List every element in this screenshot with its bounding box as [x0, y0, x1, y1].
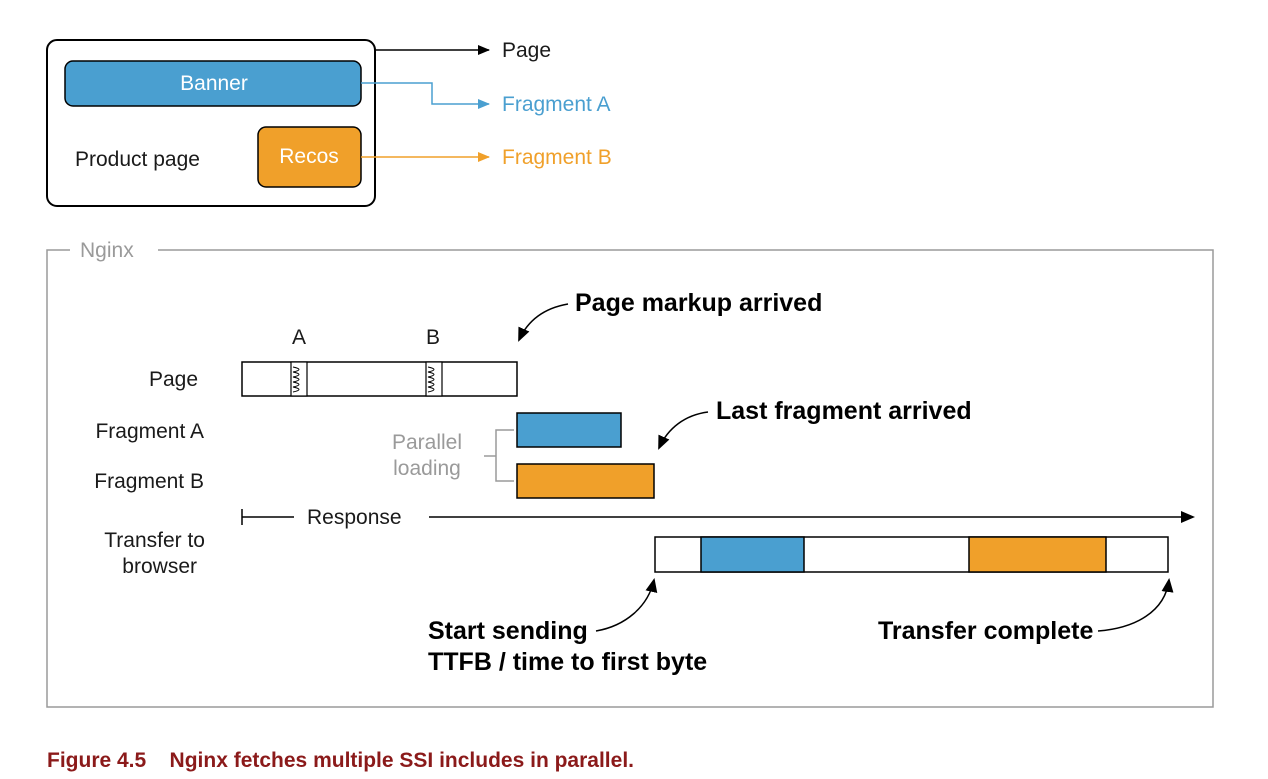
- recos-label: Recos: [279, 145, 339, 168]
- fragment-a-output-arrow: [361, 82, 490, 109]
- transfer-bar: [654, 536, 1169, 573]
- banner-label: Banner: [180, 72, 248, 95]
- start-sending-callout-2: TTFB / time to first byte: [428, 648, 707, 676]
- transfer-complete-callout-arrow: [1097, 578, 1174, 632]
- last-fragment-callout-arrow: [658, 411, 709, 450]
- output-fragment-b-label: Fragment B: [502, 146, 612, 169]
- page-markup-callout-arrow: [518, 303, 569, 342]
- page-markup-callout: Page markup arrived: [575, 289, 822, 317]
- transfer-complete-callout: Transfer complete: [878, 617, 1093, 645]
- parallel-label-1: Parallel: [392, 431, 462, 454]
- nginx-label: Nginx: [80, 239, 134, 262]
- figure-caption: Figure 4.5 Nginx fetches multiple SSI in…: [47, 749, 634, 772]
- transfer-fragment-a-segment: [700, 536, 805, 573]
- parallel-label-2: loading: [393, 457, 461, 480]
- output-page-label: Page: [502, 39, 551, 62]
- output-fragment-a-label: Fragment A: [502, 93, 611, 116]
- fragment-a-bar: [516, 412, 622, 448]
- product-page-label: Product page: [75, 148, 200, 171]
- row-label-page: Page: [149, 368, 198, 391]
- nginx-frame: Nginx: [46, 239, 1214, 708]
- fragment-b-bar: [516, 463, 655, 499]
- transfer-fragment-b-segment: [968, 536, 1107, 573]
- include-marker-b-label: B: [426, 326, 440, 349]
- start-sending-callout-arrow: [595, 578, 658, 632]
- row-label-transfer-2: browser: [122, 555, 197, 578]
- row-label-transfer-1: Transfer to: [104, 529, 205, 552]
- parallel-bracket: [495, 429, 514, 482]
- page-bar: [241, 361, 518, 397]
- response-label: Response: [307, 506, 402, 529]
- row-label-fragment-b: Fragment B: [94, 470, 204, 493]
- last-fragment-callout: Last fragment arrived: [716, 397, 972, 425]
- start-sending-callout-1: Start sending: [428, 617, 588, 645]
- include-marker-a-label: A: [292, 326, 306, 349]
- product-page-box: Banner Recos Product page: [46, 39, 376, 207]
- row-label-fragment-a: Fragment A: [95, 420, 204, 443]
